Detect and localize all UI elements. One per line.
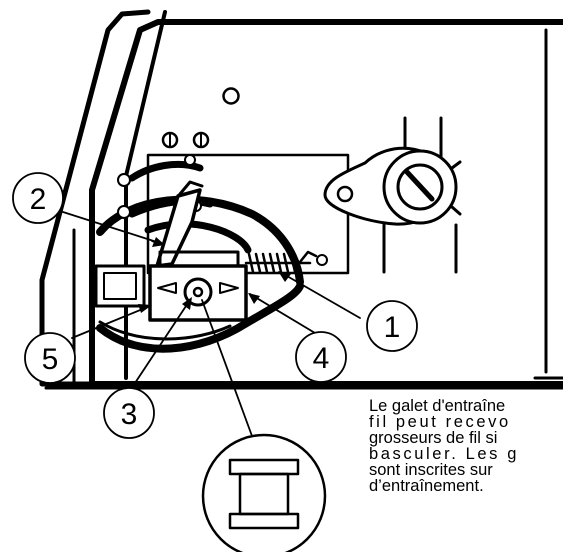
callout-1: 1 [366, 300, 418, 352]
callout-3: 3 [103, 387, 155, 439]
arrow-heads [138, 237, 291, 313]
wire-inlet-guide [94, 264, 146, 308]
callout-5-label: 5 [42, 343, 59, 376]
caption-text: Le galet d'entraîne fil peut recevo gros… [369, 398, 563, 548]
callout-2-label: 2 [30, 183, 47, 216]
callout-4: 4 [295, 331, 347, 383]
spool-hub [323, 146, 462, 226]
caption-line-2: fil peut recevo [369, 413, 511, 431]
cables [96, 160, 304, 353]
roller-detail [201, 433, 327, 552]
caption-line-4: basculer. Les g [369, 445, 519, 463]
caption-line-1: Le galet d'entraîne [369, 398, 506, 415]
caption-line-6: d’entraînement. [369, 477, 484, 495]
callout-5: 5 [24, 332, 76, 384]
callout-4-label: 4 [313, 342, 330, 375]
mounting-hole [222, 87, 240, 105]
tension-spring [244, 250, 318, 274]
callout-2: 2 [12, 172, 64, 224]
caption-line-5: sont inscrites sur [369, 461, 493, 479]
caption-line-3: grosseurs de fil si [369, 429, 498, 447]
callout-3-label: 3 [121, 398, 138, 431]
callout-1-label: 1 [384, 311, 401, 344]
